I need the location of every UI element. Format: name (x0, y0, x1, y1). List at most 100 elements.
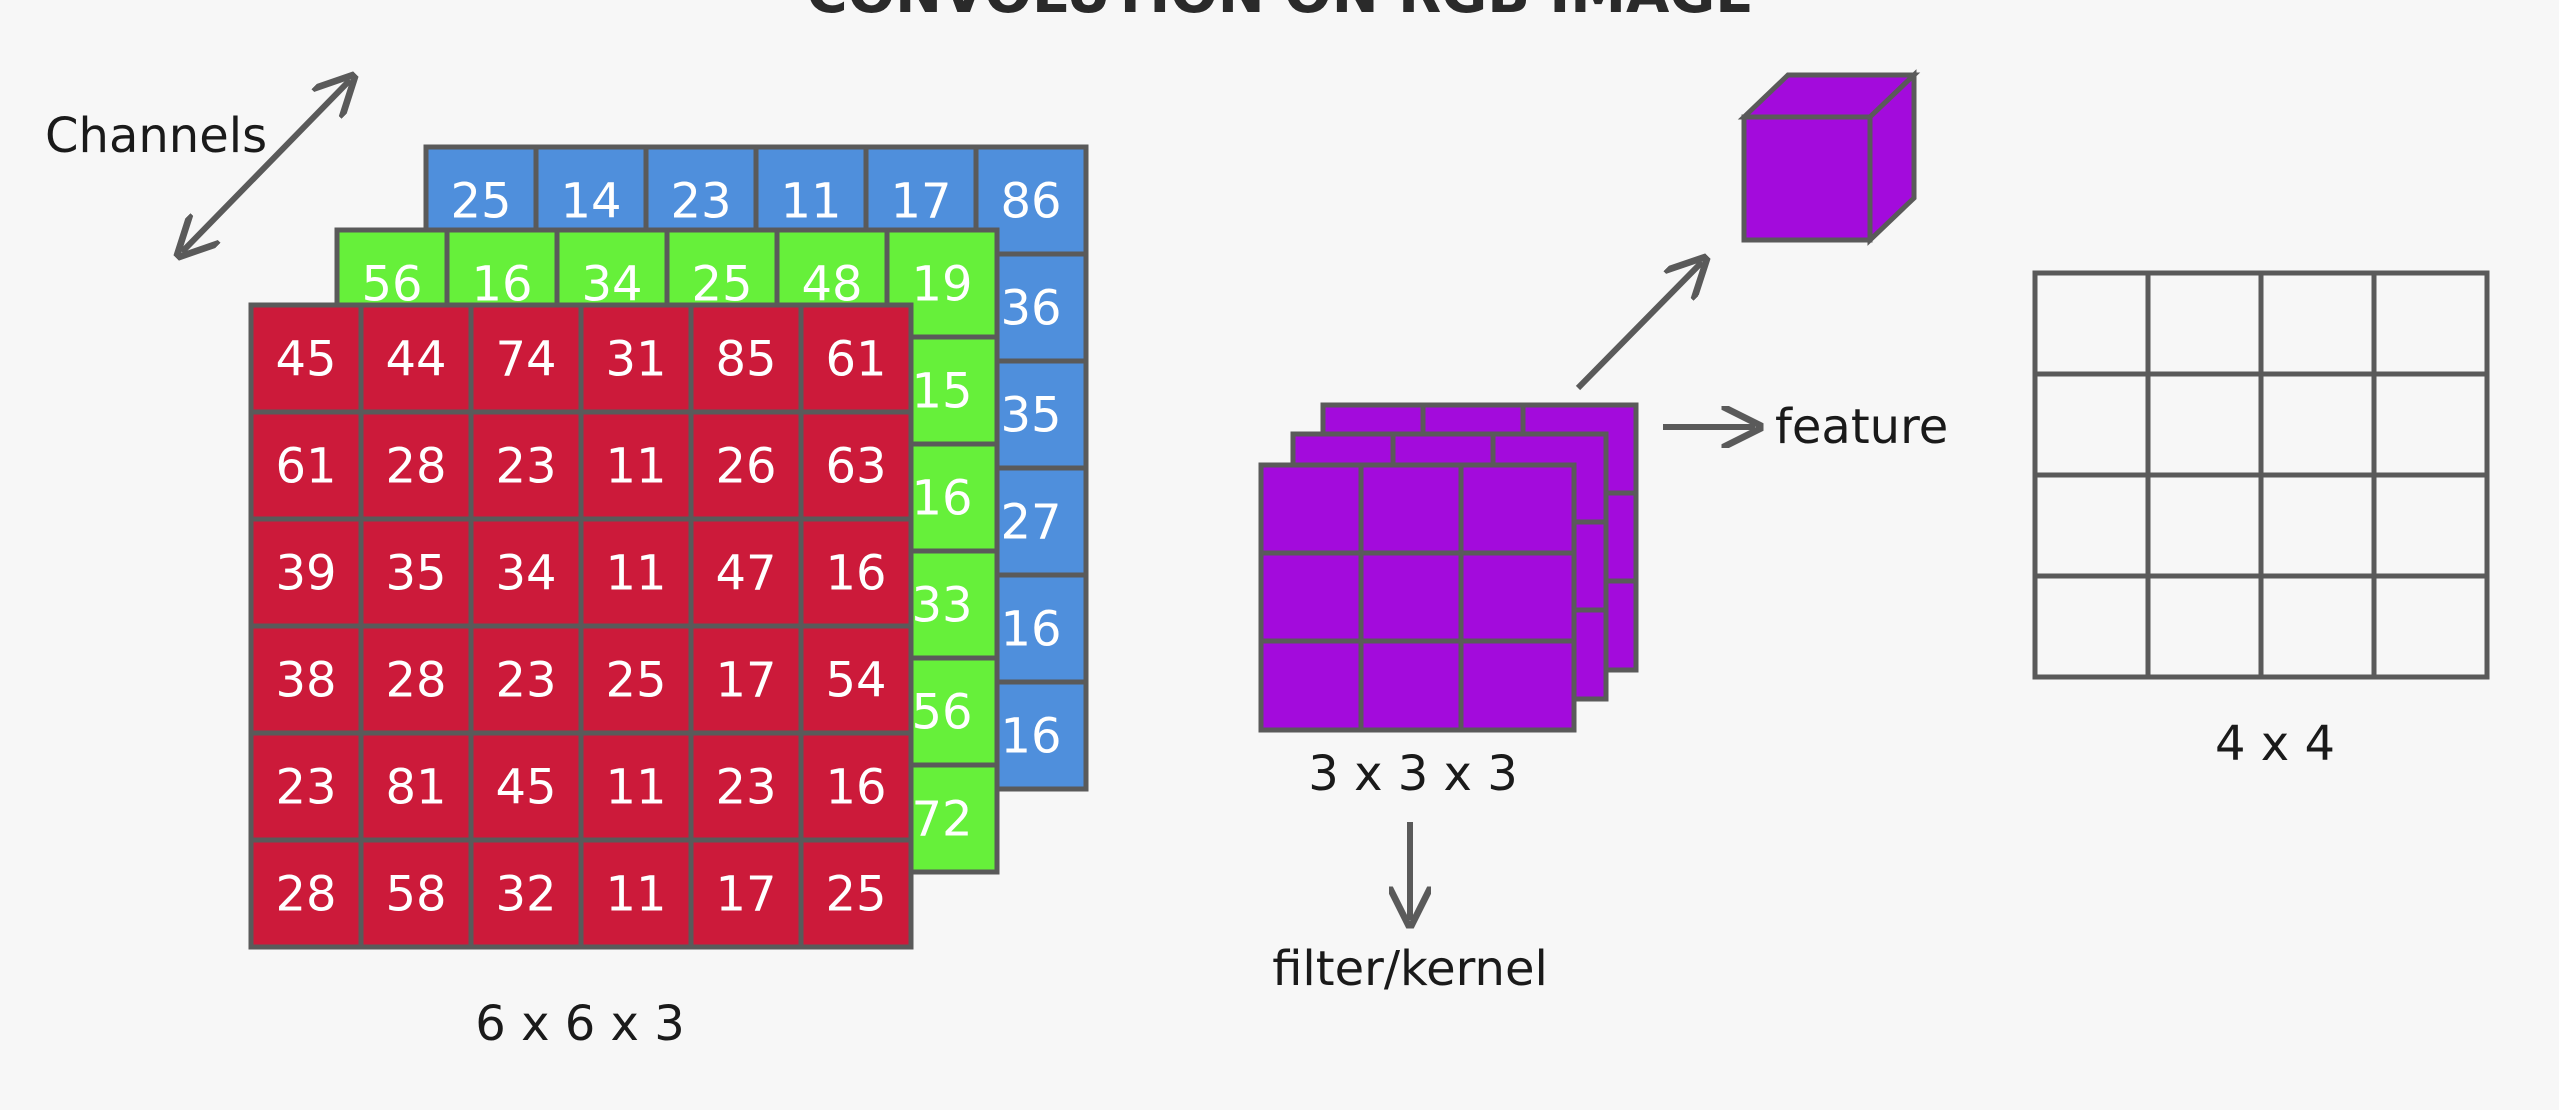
output-cell-1-1 (2145, 371, 2264, 478)
red-value-4-5: 16 (825, 760, 886, 816)
output-cell-1-2 (2258, 371, 2377, 478)
filter-front-cell-1-2 (1458, 550, 1577, 644)
feature-label: feature (1775, 399, 1948, 455)
red-value-2-5: 16 (825, 546, 886, 602)
red-cell-3-2 (468, 623, 584, 736)
green-value-3-5: 33 (911, 578, 972, 634)
red-value-4-1: 81 (385, 760, 446, 816)
output-cell-0-0 (2032, 270, 2151, 377)
output-cell-0-1 (2145, 270, 2264, 377)
red-cell-5-3 (578, 837, 694, 950)
filter-front-cell-0-0 (1258, 462, 1364, 556)
output-cell-2-2 (2258, 472, 2377, 579)
red-cell-5-1 (358, 837, 474, 950)
red-value-5-2: 32 (495, 867, 556, 923)
blue-value-0-2: 23 (670, 174, 731, 230)
feature-cube (1737, 69, 1921, 246)
green-value-4-5: 56 (911, 685, 972, 741)
red-value-3-1: 28 (385, 653, 446, 709)
output-cell-3-3 (2371, 573, 2490, 680)
green-value-1-5: 15 (911, 364, 972, 420)
red-value-5-0: 28 (275, 867, 336, 923)
red-value-2-0: 39 (275, 546, 336, 602)
output-size-label: 4 x 4 (2215, 716, 2335, 772)
red-value-4-0: 23 (275, 760, 336, 816)
filter-layer-front (1258, 462, 1577, 733)
red-cell-2-3 (578, 516, 694, 629)
red-cell-2-0 (248, 516, 364, 629)
filter-front-cell-2-0 (1258, 638, 1364, 733)
red-value-1-3: 11 (605, 439, 666, 495)
blue-value-4-5: 16 (1000, 602, 1061, 658)
blue-value-2-5: 35 (1000, 388, 1061, 444)
red-value-5-1: 58 (385, 867, 446, 923)
blue-value-1-5: 36 (1000, 281, 1061, 337)
output-grid (2032, 270, 2490, 680)
feature-cube-front (1741, 114, 1873, 243)
red-value-2-2: 34 (495, 546, 556, 602)
red-cell-1-4 (688, 409, 804, 522)
red-value-4-2: 45 (495, 760, 556, 816)
red-value-2-4: 47 (715, 546, 776, 602)
output-cell-3-1 (2145, 573, 2264, 680)
blue-value-0-4: 17 (890, 174, 951, 230)
red-cell-3-3 (578, 623, 694, 736)
blue-value-5-5: 16 (1000, 709, 1061, 765)
red-cell-1-0 (248, 409, 364, 522)
up-right-arrow (1575, 262, 1702, 391)
red-value-0-1: 44 (385, 332, 446, 388)
blue-value-0-0: 25 (450, 174, 511, 230)
red-value-1-0: 61 (275, 439, 336, 495)
red-value-3-0: 38 (275, 653, 336, 709)
red-cell-0-1 (358, 302, 474, 415)
output-cell-2-1 (2145, 472, 2264, 579)
output-cell-2-3 (2371, 472, 2490, 579)
output-cell-1-0 (2032, 371, 2151, 478)
filter-front-cell-2-1 (1358, 638, 1464, 733)
red-value-0-5: 61 (825, 332, 886, 388)
red-value-3-4: 17 (715, 653, 776, 709)
red-cell-3-5 (798, 623, 914, 736)
blue-value-3-5: 27 (1000, 495, 1061, 551)
red-cell-1-5 (798, 409, 914, 522)
red-value-5-4: 17 (715, 867, 776, 923)
red-value-4-3: 11 (605, 760, 666, 816)
red-value-0-0: 45 (275, 332, 336, 388)
input-size-label: 6 x 6 x 3 (475, 996, 684, 1052)
red-cell-1-1 (358, 409, 474, 522)
filter-stack (1258, 402, 1639, 733)
red-value-0-4: 85 (715, 332, 776, 388)
channels-double-arrow (182, 80, 350, 252)
red-value-1-4: 26 (715, 439, 776, 495)
blue-value-0-1: 14 (560, 174, 621, 230)
red-cell-3-1 (358, 623, 474, 736)
output-cell-0-3 (2371, 270, 2490, 377)
red-value-3-5: 54 (825, 653, 886, 709)
output-cell-0-2 (2258, 270, 2377, 377)
green-value-5-5: 72 (911, 792, 972, 848)
red-value-1-2: 23 (495, 439, 556, 495)
red-cell-5-4 (688, 837, 804, 950)
red-value-0-2: 74 (495, 332, 556, 388)
filter-front-cell-0-2 (1458, 462, 1577, 556)
red-cell-5-0 (248, 837, 364, 950)
green-value-2-5: 16 (911, 471, 972, 527)
red-value-3-3: 25 (605, 653, 666, 709)
red-value-4-4: 23 (715, 760, 776, 816)
red-value-2-1: 35 (385, 546, 446, 602)
filter-front-cell-0-1 (1358, 462, 1464, 556)
page-title: CONVOLUTION ON RGB IMAGE (806, 0, 1753, 26)
red-cell-4-4 (688, 730, 804, 843)
red-value-0-3: 31 (605, 332, 666, 388)
red-cell-3-0 (248, 623, 364, 736)
blue-value-0-3: 11 (780, 174, 841, 230)
red-value-3-2: 23 (495, 653, 556, 709)
filter-front-cell-1-0 (1258, 550, 1364, 644)
blue-cell-0-5 (973, 144, 1089, 257)
channels-label: Channels (45, 108, 267, 164)
output-cell-2-0 (2032, 472, 2151, 579)
output-cell-3-0 (2032, 573, 2151, 680)
